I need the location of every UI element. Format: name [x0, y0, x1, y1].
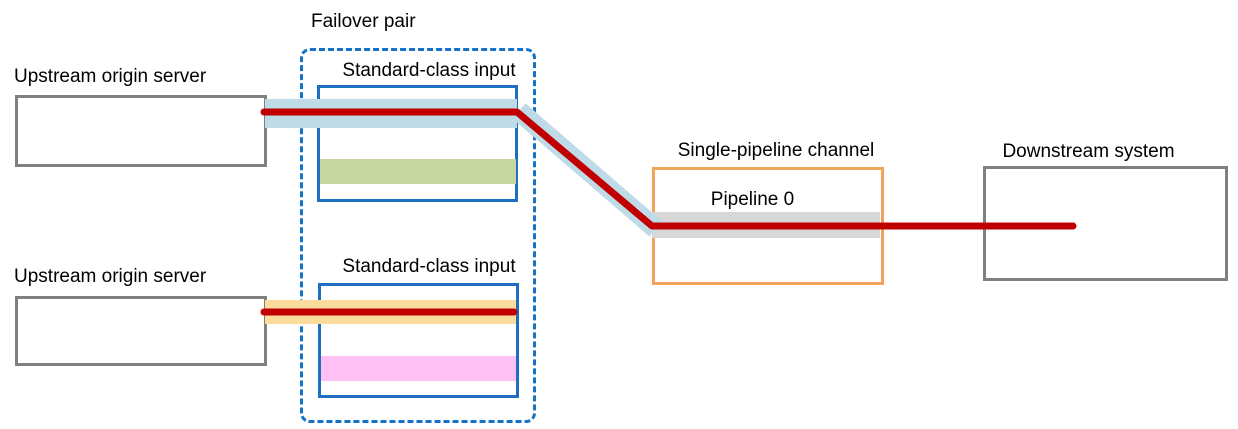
- single-pipeline-channel-label: Single-pipeline channel: [677, 140, 875, 161]
- upstream-origin-server-top-label: Upstream origin server: [14, 66, 207, 87]
- pipeline-0-label: Pipeline 0: [710, 189, 795, 210]
- failover-pair-label: Failover pair: [311, 11, 416, 32]
- upstream-origin-server-bottom-label: Upstream origin server: [14, 266, 207, 287]
- primary-input-band: [265, 99, 517, 128]
- pipeline-band: [652, 212, 880, 238]
- primary-band-diagonal: [512, 103, 663, 237]
- standard-class-input-bottom-box: [318, 283, 519, 398]
- upstream-origin-server-bottom-box: [15, 296, 267, 366]
- downstream-system-box: [983, 166, 1228, 281]
- standard-class-input-bottom-label: Standard-class input: [342, 256, 516, 277]
- input-b-inner-band: [321, 356, 516, 381]
- standard-class-input-top-label: Standard-class input: [342, 60, 516, 81]
- downstream-system-label: Downstream system: [1002, 141, 1175, 162]
- standby-input-band: [265, 300, 516, 324]
- upstream-origin-server-top-box: [15, 95, 267, 167]
- input-a-inner-band: [320, 159, 516, 184]
